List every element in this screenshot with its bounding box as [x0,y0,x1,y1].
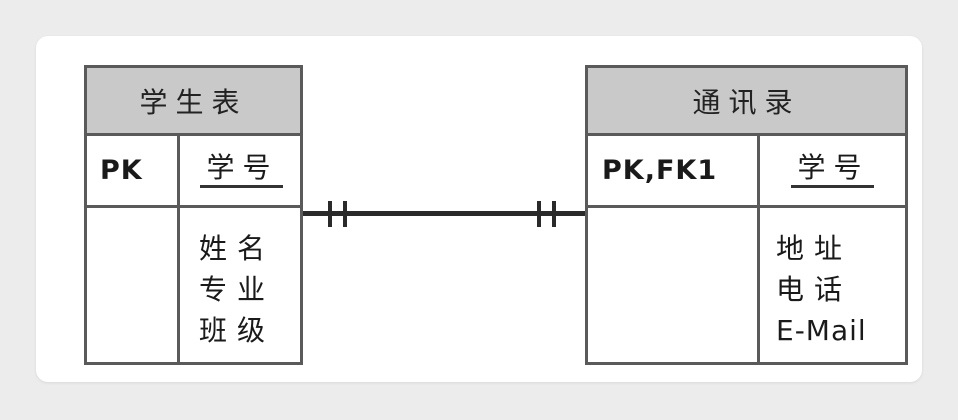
entity-student-attributes: 姓名 专业 班级 [199,228,275,351]
cardinality-left-tick-2 [343,201,347,227]
relationship-line [303,211,585,216]
entity-contacts-attribute: 地址 [776,232,853,265]
entity-contacts-attribute: E-Mail [776,314,867,347]
entity-student-key-label: PK [100,155,143,186]
entity-contacts-key-label: PK,FK1 [602,155,718,186]
entity-student-attribute: 姓名 [199,232,276,265]
entity-student-key-attribute-text: 学号 [200,152,283,189]
cardinality-right-tick-2 [552,201,556,227]
entity-contacts-key-row: PK,FK1 学号 [588,136,905,208]
entity-student-key-row: PK 学号 [87,136,300,208]
cardinality-left-tick-1 [328,201,332,227]
entity-student-divider [177,136,180,362]
entity-student-attribute: 专业 [199,273,276,306]
entity-contacts-title: 通讯录 [588,68,905,136]
entity-contacts-divider [757,136,760,362]
entity-student-table: 学生表 PK 学号 姓名 专业 班级 [84,65,303,365]
entity-contacts-key-attribute-text: 学号 [791,152,874,189]
entity-student-key-attribute: 学号 [183,136,300,205]
entity-contacts-key-attribute: 学号 [760,136,905,205]
entity-contacts-attribute: 电话 [776,273,853,306]
entity-contacts-attributes: 地址 电话 E-Mail [776,228,867,351]
cardinality-right-tick-1 [537,201,541,227]
entity-student-title: 学生表 [87,68,300,136]
entity-student-attribute: 班级 [199,314,276,347]
entity-contacts-table: 通讯录 PK,FK1 学号 地址 电话 E-Mail [585,65,908,365]
